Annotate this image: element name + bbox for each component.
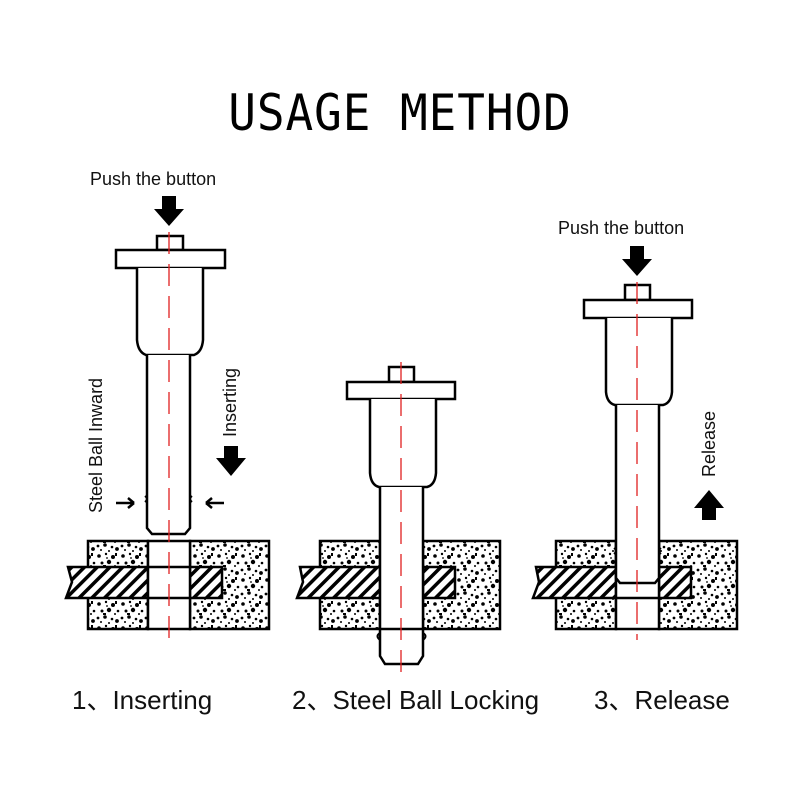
steel-balls-locked — [376, 632, 427, 641]
push-button-label-1: Push the button — [90, 169, 217, 189]
step-3-caption: 3、Release — [594, 685, 730, 715]
step-1-caption: 1、Inserting — [72, 685, 213, 715]
workpiece-block — [295, 539, 502, 631]
step-2-steel-ball-locking — [295, 362, 502, 672]
plunger-body — [368, 399, 438, 489]
push-down-arrow-icon — [622, 246, 652, 276]
plunger-flange — [582, 298, 694, 320]
hatched-plate-left — [531, 565, 618, 600]
index-plunger — [114, 234, 227, 536]
ball-inward-left-arrow-icon — [116, 497, 135, 509]
index-plunger — [582, 283, 694, 585]
steel-ball-inward-label: Steel Ball Inward — [86, 377, 106, 513]
hatched-plate-right — [188, 565, 224, 600]
plunger-flange — [114, 248, 227, 270]
insert-down-arrow-icon — [216, 446, 246, 476]
hatched-plate-left — [295, 565, 382, 600]
steel-balls — [144, 495, 193, 503]
step-2-caption: 2、Steel Ball Locking — [292, 685, 540, 715]
plunger-body — [135, 268, 205, 357]
hatched-plate-right — [657, 565, 693, 600]
index-plunger — [345, 365, 457, 666]
hatched-plate-right — [421, 565, 457, 600]
step-3-release — [531, 246, 739, 640]
steel-balls — [613, 547, 662, 555]
plunger-body — [604, 318, 674, 407]
push-button-label-3: Push the button — [558, 218, 685, 238]
hatched-plate-left — [64, 565, 150, 600]
push-down-arrow-icon — [154, 196, 184, 226]
workpiece-block — [64, 539, 271, 631]
ball-inward-right-arrow-icon — [205, 497, 224, 509]
release-up-arrow-icon — [694, 490, 724, 520]
plunger-button — [155, 234, 185, 252]
inserting-label: Inserting — [220, 367, 240, 437]
page-title: USAGE METHOD — [228, 84, 572, 142]
release-label: Release — [699, 410, 719, 477]
step-1-inserting — [64, 196, 271, 640]
